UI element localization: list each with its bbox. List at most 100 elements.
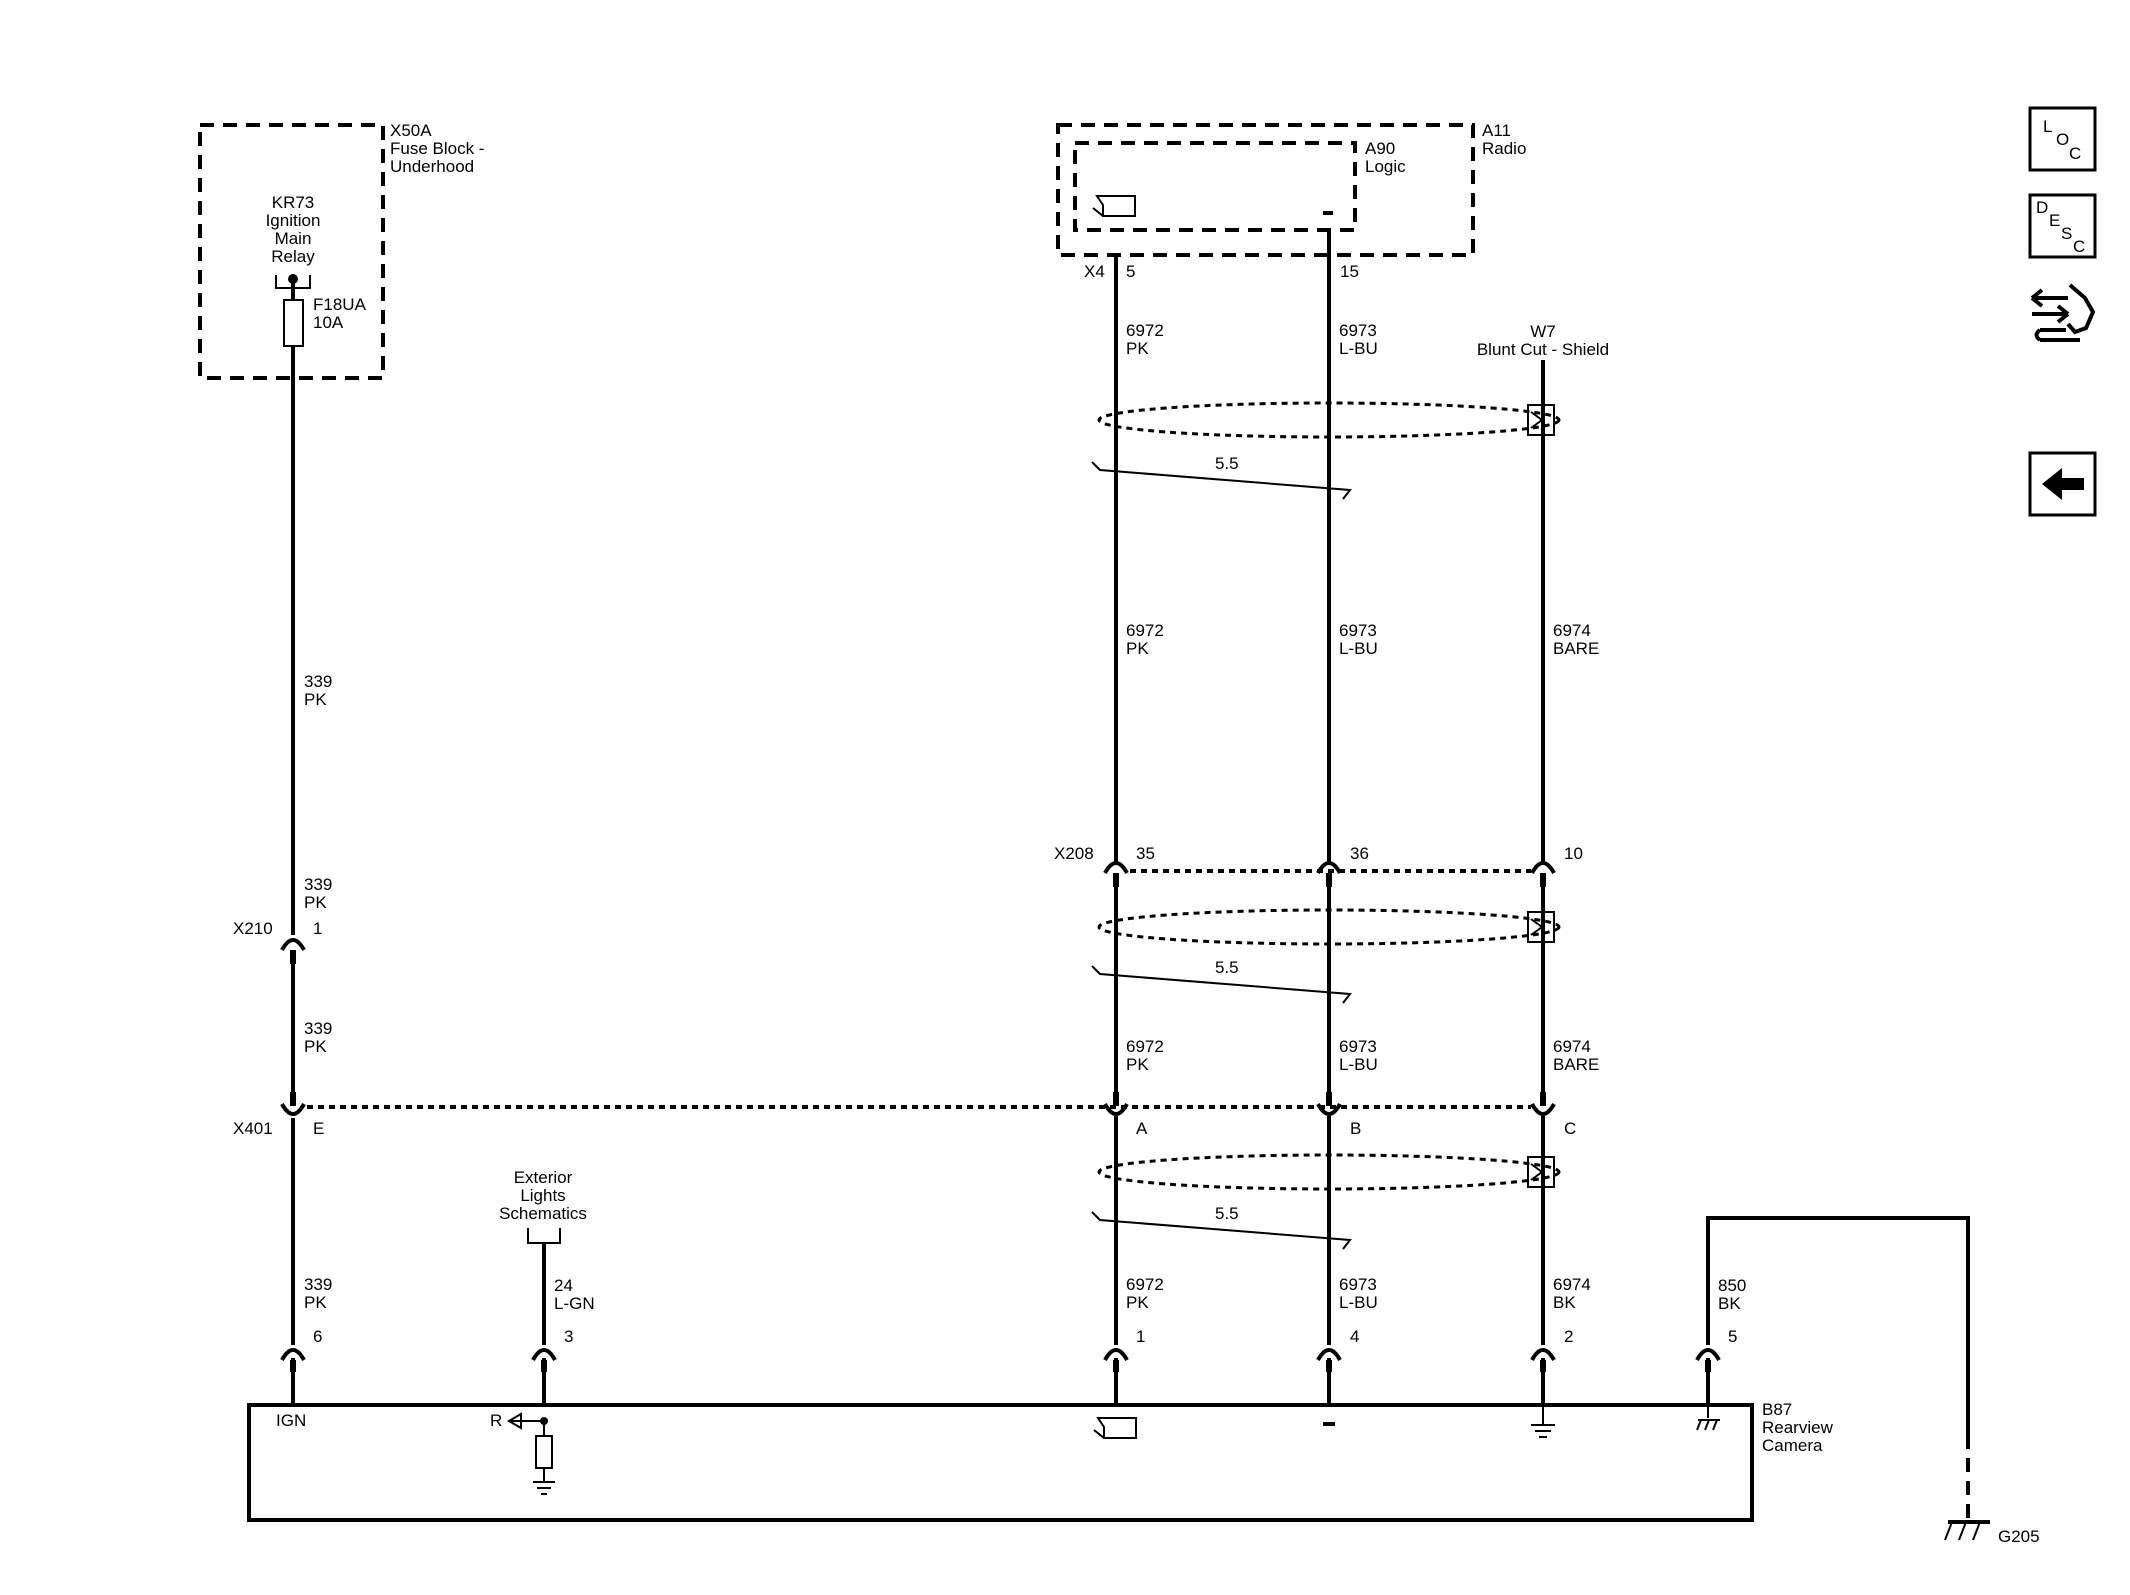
wire-label: 339: [304, 1275, 332, 1294]
fuse-f18ua-rating: 10A: [313, 313, 344, 332]
wire-label: 339: [304, 1019, 332, 1038]
relay-kr73-label: KR73 Ignition Main Relay: [266, 193, 321, 266]
wire-label: 339: [304, 875, 332, 894]
svg-text:D: D: [2036, 198, 2048, 217]
video-signal-icon: [1093, 1417, 1137, 1439]
wire-label: 6974: [1553, 621, 1591, 640]
wire-label: 6972: [1126, 1037, 1164, 1056]
chassis-ground-icon: [1696, 1405, 1720, 1431]
svg-text:A: A: [1136, 1119, 1148, 1138]
svg-text:A11: A11: [1482, 121, 1511, 140]
twisted-pair-shield-1: 5.5: [1091, 401, 1561, 500]
connector-x4-pin: 5: [1126, 262, 1135, 281]
svg-text:C: C: [2073, 237, 2085, 256]
connector-x4-pin: 15: [1340, 262, 1359, 281]
back-arrow-icon: [2042, 468, 2084, 500]
svg-text:Main: Main: [275, 229, 312, 248]
svg-text:X401: X401: [233, 1119, 273, 1138]
wire-label: L-BU: [1339, 639, 1378, 658]
svg-text:KR73: KR73: [272, 193, 315, 212]
shield-ground-icon: [1531, 1405, 1555, 1438]
radio-a11: A11 Radio A90 Logic: [1056, 121, 1526, 257]
svg-text:10: 10: [1564, 844, 1583, 863]
reverse-input-label: R: [490, 1411, 502, 1430]
svg-text:Lights: Lights: [520, 1186, 565, 1205]
pull-down-resistor-icon: [535, 1435, 553, 1469]
wire-label: PK: [304, 1037, 327, 1056]
wire-label: PK: [1126, 339, 1149, 358]
x50a-name2: Underhood: [390, 157, 474, 176]
svg-text:X210: X210: [233, 919, 273, 938]
location-button[interactable]: L O C: [2028, 106, 2097, 172]
svg-text:L: L: [2043, 117, 2052, 136]
wire-label: 6973: [1339, 1275, 1377, 1294]
wire-label: 6974: [1553, 1037, 1591, 1056]
wire-label: L-BU: [1339, 1055, 1378, 1074]
fuse-f18ua-id: F18UA: [313, 295, 367, 314]
wire-label: 24: [554, 1276, 573, 1295]
w7-id: W7: [1530, 322, 1556, 341]
ign-input-label: IGN: [276, 1411, 306, 1430]
svg-text:36: 36: [1350, 844, 1369, 863]
connector-repair-icon[interactable]: [2028, 275, 2098, 353]
svg-text:S: S: [2061, 224, 2072, 243]
svg-text:Exterior: Exterior: [514, 1168, 573, 1187]
wire-label: PK: [304, 1293, 327, 1312]
twist-rate-label: 5.5: [1215, 454, 1239, 473]
rearview-camera-b87: B87 Rearview Camera IGN R: [247, 1400, 1834, 1522]
wire-label: 6973: [1339, 321, 1377, 340]
input-arrow-icon: [507, 1412, 544, 1430]
twist-rate-label: 5.5: [1215, 958, 1239, 977]
connector-x4-id: X4: [1084, 262, 1105, 281]
wire-label: 850: [1718, 1276, 1746, 1295]
svg-text:5: 5: [1728, 1327, 1737, 1346]
svg-text:3: 3: [564, 1327, 573, 1346]
twisted-pair-shield-3: 5.5: [1091, 1153, 1561, 1250]
svg-text:6: 6: [313, 1327, 322, 1346]
x50a-name: Fuse Block -: [390, 139, 484, 158]
wire-label: L-GN: [554, 1294, 595, 1313]
svg-text:2: 2: [1564, 1327, 1573, 1346]
wire-label: 6973: [1339, 621, 1377, 640]
svg-text:Camera: Camera: [1762, 1436, 1823, 1455]
wire-label: BARE: [1553, 1055, 1599, 1074]
svg-text:X208: X208: [1054, 844, 1094, 863]
wire-label: 6972: [1126, 1275, 1164, 1294]
twist-rate-label: 5.5: [1215, 1204, 1239, 1223]
description-button[interactable]: D E S C: [2028, 193, 2097, 259]
x50a-id: X50A: [390, 121, 432, 140]
back-button[interactable]: [2028, 451, 2097, 517]
svg-text:Schematics: Schematics: [499, 1204, 587, 1223]
wire-label: 6974: [1553, 1275, 1591, 1294]
wire-label: L-BU: [1339, 1293, 1378, 1312]
svg-text:C: C: [1564, 1119, 1576, 1138]
wire-label: BK: [1718, 1294, 1741, 1313]
svg-text:Ignition: Ignition: [266, 211, 321, 230]
wire-label: 6973: [1339, 1037, 1377, 1056]
logic-a90: [1073, 141, 1357, 232]
svg-text:4: 4: [1350, 1327, 1359, 1346]
wire-850-ground: 850 BK: [1706, 1216, 1970, 1518]
svg-text:Relay: Relay: [271, 247, 315, 266]
wire-label: L-BU: [1339, 339, 1378, 358]
svg-text:A90: A90: [1365, 139, 1395, 158]
wire-label: PK: [304, 893, 327, 912]
connector-b87-pins: 6 3 1 4 2 5: [280, 1327, 1737, 1372]
svg-text:B87: B87: [1762, 1400, 1792, 1419]
connector-x401: X401 E A B C: [233, 1092, 1576, 1138]
svg-text:C: C: [2069, 144, 2081, 163]
wire-label: 6972: [1126, 621, 1164, 640]
svg-text:Radio: Radio: [1482, 139, 1526, 158]
connector-x208: X208 35 36 10: [1054, 844, 1583, 887]
svg-text:O: O: [2056, 130, 2069, 149]
g205-id: G205: [1998, 1527, 2040, 1546]
svg-text:B: B: [1350, 1119, 1361, 1138]
twisted-pair-shield-2: 5.5: [1091, 908, 1561, 1004]
video-signal-icon: [1092, 195, 1136, 217]
fuse-f18ua-symbol: [283, 299, 304, 347]
svg-text:1: 1: [313, 919, 322, 938]
svg-text:Logic: Logic: [1365, 157, 1406, 176]
w7-name: Blunt Cut - Shield: [1477, 340, 1609, 359]
exterior-lights-reference: Exterior Lights Schematics 24 L-GN: [499, 1168, 595, 1405]
